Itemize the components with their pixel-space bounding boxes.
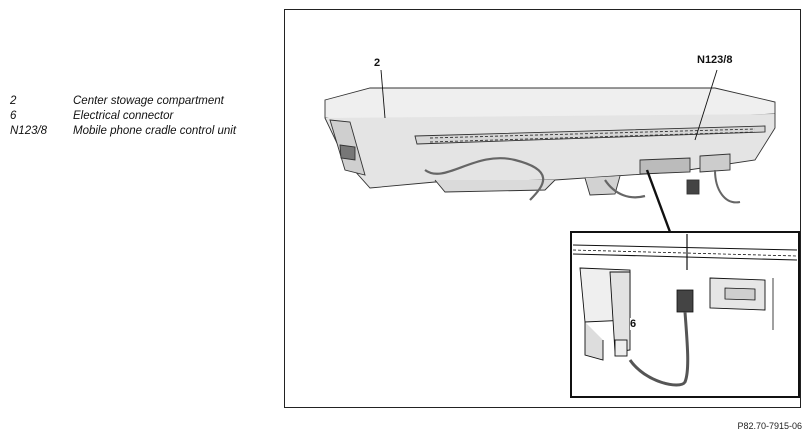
legend-code: 2 [10, 95, 17, 107]
legend-row: N123/8 Mobile phone cradle control unit [10, 124, 236, 139]
legend-row: 2 Center stowage compartment [10, 94, 236, 109]
legend-label: Center stowage compartment [73, 95, 224, 107]
legend: 2 Center stowage compartment 6 Electrica… [10, 94, 236, 139]
legend-code: N123/8 [10, 125, 48, 137]
callout-6: 6 [630, 318, 637, 330]
legend-row: 6 Electrical connector [10, 109, 236, 124]
assembly-drawing [324, 69, 800, 398]
legend-code: 6 [10, 110, 17, 122]
legend-label: Mobile phone cradle control unit [73, 125, 237, 137]
callout-n123-8: N123/8 [697, 54, 733, 66]
figure-reference-code: P82.70-7915-06 [737, 421, 802, 431]
technical-illustration: 2 N123/8 6 [284, 9, 801, 408]
callout-2: 2 [374, 57, 381, 69]
legend-label: Electrical connector [73, 110, 174, 122]
detail-inset [570, 231, 800, 398]
stowage-compartment-drawing [324, 87, 776, 204]
